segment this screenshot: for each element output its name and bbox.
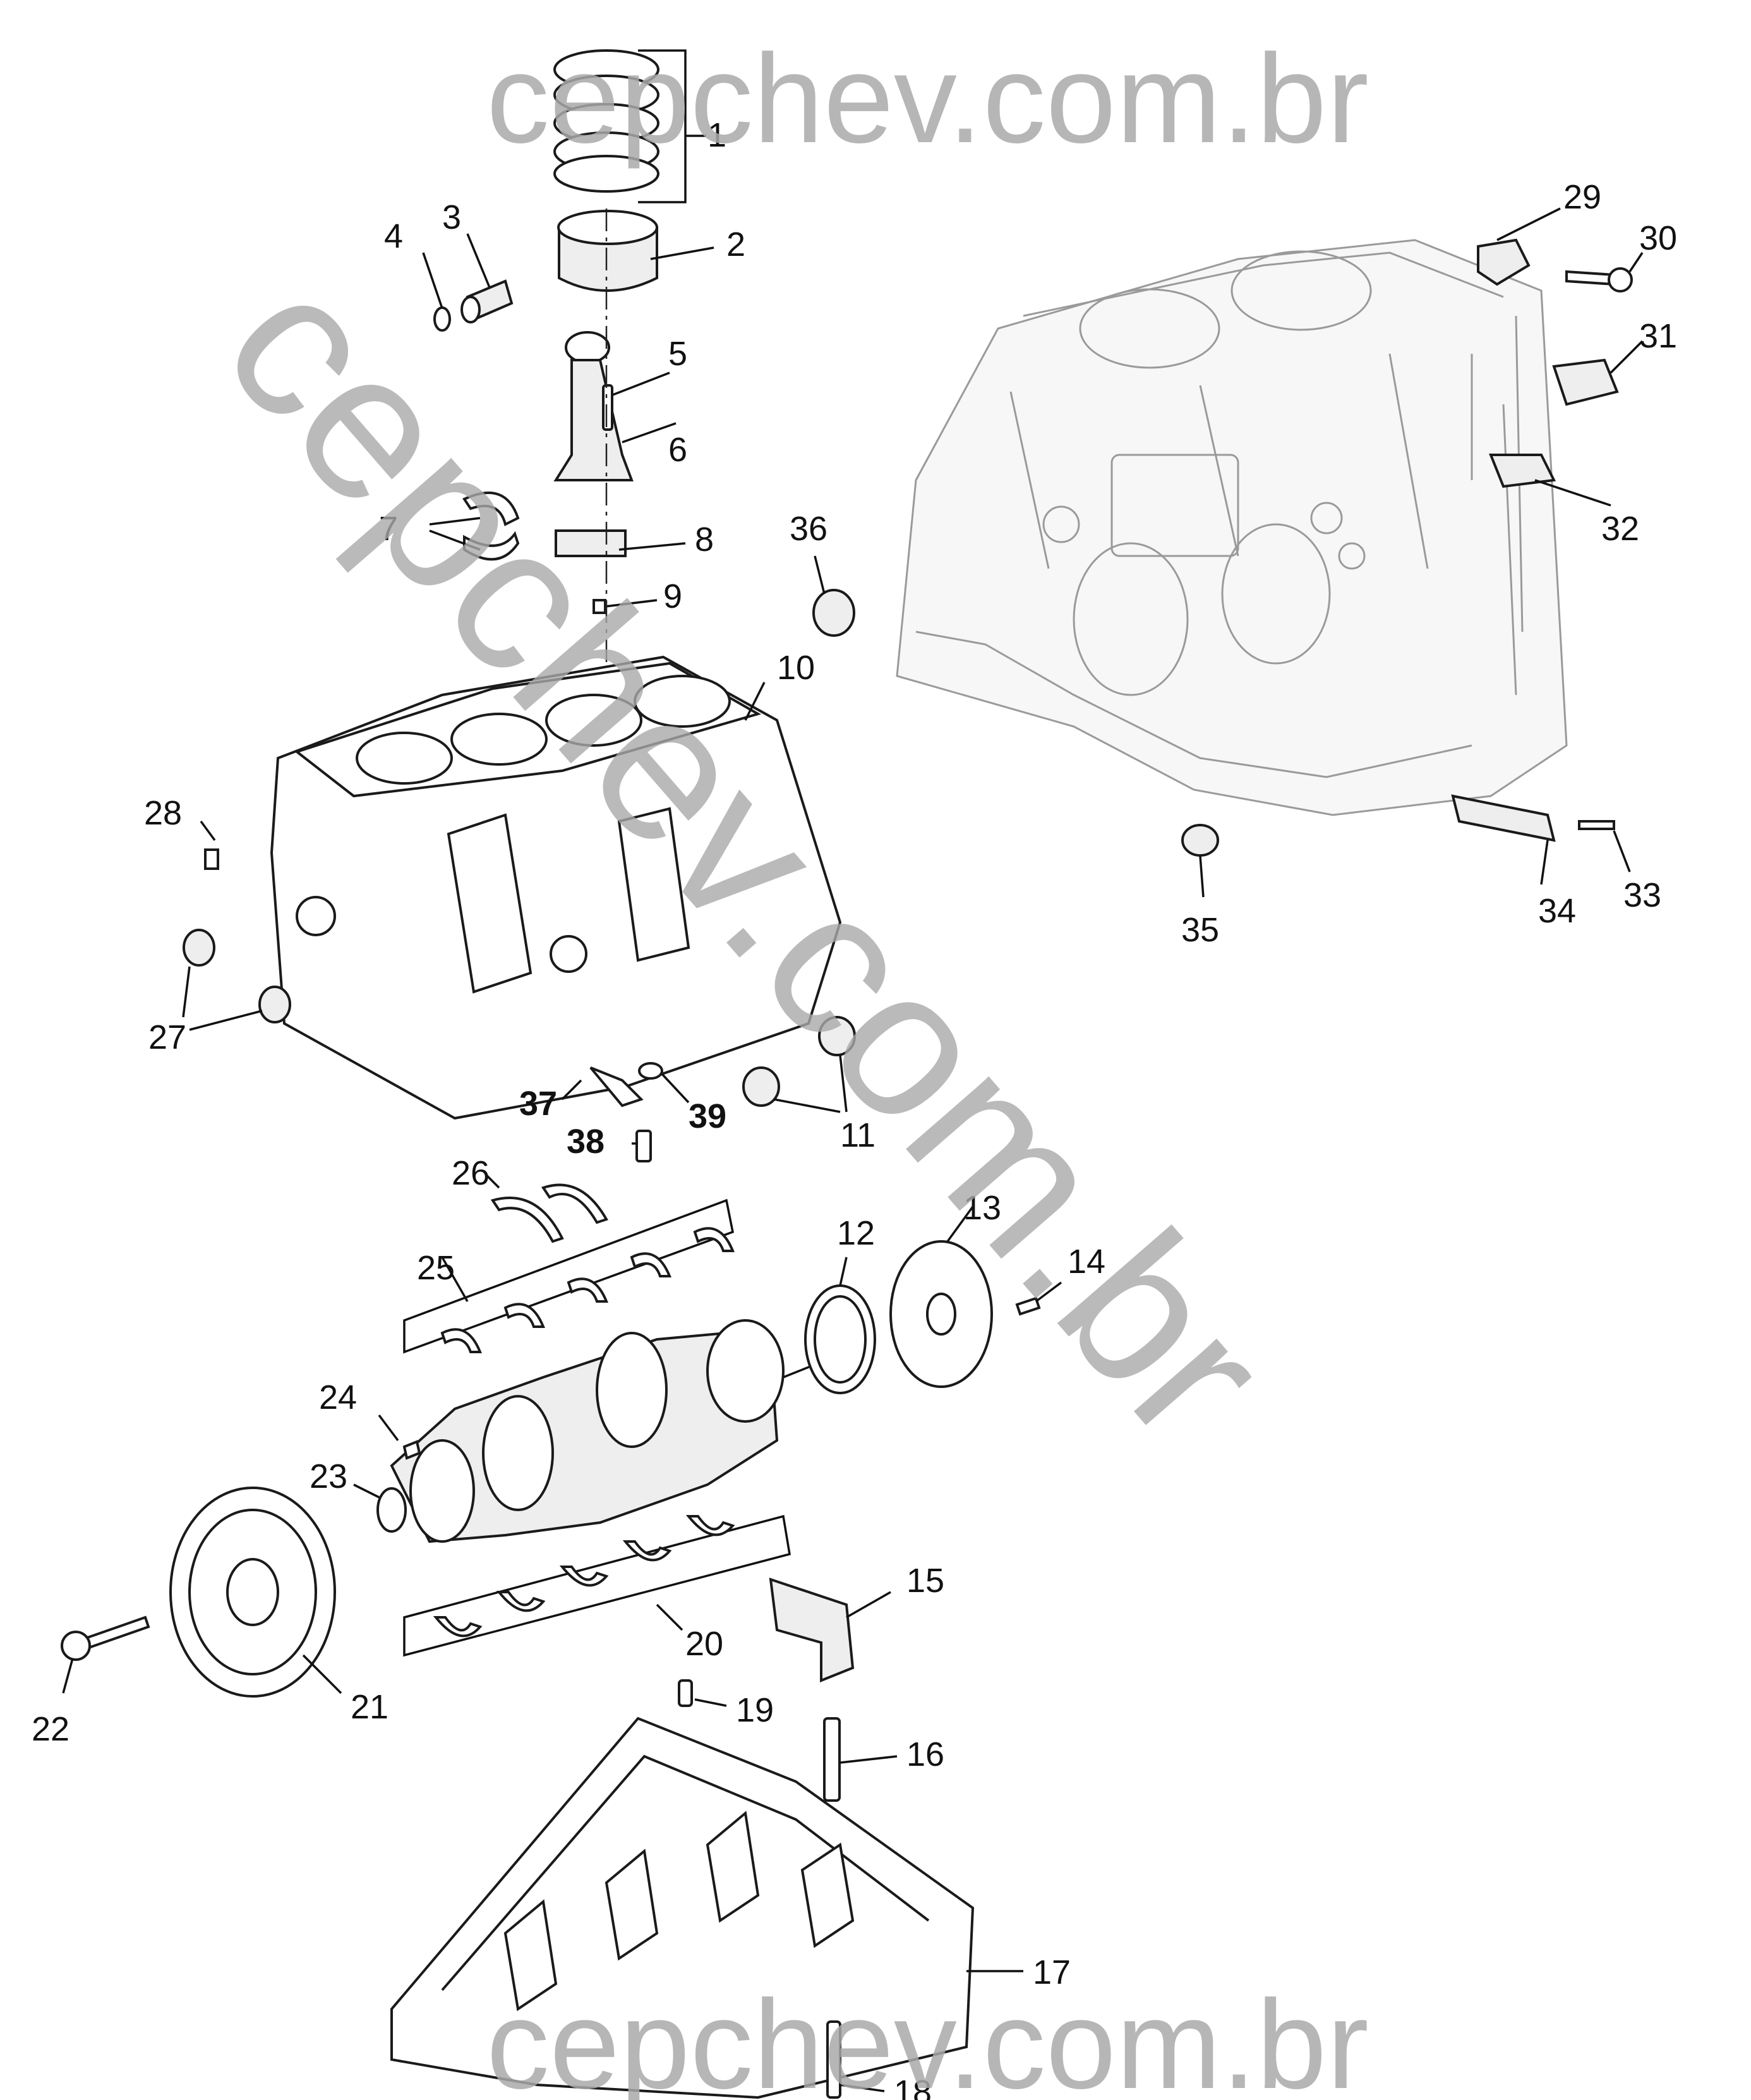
- crankshaft-illustration: [390, 1319, 815, 1543]
- callout-6: 6: [668, 431, 687, 469]
- callout-3: 3: [442, 198, 461, 236]
- callout-14: 14: [1068, 1243, 1105, 1281]
- crankshaft-key-illustration: [378, 1414, 421, 1460]
- callout-19: 19: [736, 1691, 774, 1729]
- balancer-bolt-illustration: [61, 1615, 150, 1694]
- callout-2: 2: [726, 226, 745, 263]
- knock-sensor-bolt-illustration: [1565, 252, 1644, 293]
- flexplate-illustration: [889, 1205, 993, 1388]
- connecting-rod-cap-illustration: [555, 529, 686, 557]
- callout-18: 18: [894, 2073, 932, 2100]
- engine-block-rear-view-illustration: [896, 239, 1568, 816]
- callout-labels: 1 2 3 4 5 6 7 8 9 10 11 12 13 14 15 16 1…: [32, 116, 1677, 2100]
- callout-22: 22: [32, 1710, 69, 1748]
- oil-jet-illustration: [561, 1066, 644, 1107]
- crankshaft-position-sensor-illustration: [1451, 794, 1556, 885]
- piston-rings-illustration: [553, 49, 706, 203]
- callout-11: 11: [840, 1116, 876, 1154]
- callout-1: 1: [707, 116, 726, 154]
- callout-15: 15: [906, 1562, 944, 1600]
- callout-31: 31: [1639, 317, 1677, 355]
- callout-37: 37: [519, 1085, 557, 1123]
- rear-plug-illustration: [1181, 824, 1219, 898]
- expansion-plug-illustration: [182, 929, 291, 1031]
- callout-26: 26: [452, 1154, 490, 1192]
- crankcase-dowel-illustration: [678, 1679, 727, 1707]
- callout-13: 13: [963, 1189, 1001, 1227]
- lower-main-bearings-illustration: [403, 1514, 791, 1657]
- callout-38: 38: [567, 1123, 605, 1161]
- knock-sensor-illustration: [1477, 207, 1561, 286]
- watermark-top: cepchev.com.br: [486, 28, 1369, 169]
- callout-20: 20: [685, 1625, 723, 1663]
- block-dowel-pin-illustration: [200, 820, 219, 870]
- callout-25: 25: [417, 1249, 455, 1287]
- coolant-plug-illustration: [812, 555, 855, 637]
- piston-illustration: [557, 210, 714, 292]
- connecting-rod-cap-nut-illustration: [593, 599, 658, 614]
- callout-16: 16: [906, 1735, 944, 1773]
- piston-pin-retainer-illustration: [422, 252, 451, 332]
- callout-9: 9: [663, 577, 682, 615]
- callout-39: 39: [689, 1097, 726, 1135]
- oil-gallery-plug-illustration: [1552, 340, 1644, 406]
- callout-27: 27: [148, 1018, 186, 1056]
- callout-8: 8: [695, 521, 714, 558]
- crankcase-bolt-illustration: [826, 2020, 885, 2099]
- callout-17: 17: [1033, 1953, 1071, 1991]
- piston-pin-illustration: [460, 233, 514, 323]
- oil-jet-bolt-illustration: [632, 1130, 652, 1162]
- watermark-bottom: cepchev.com.br: [486, 1974, 1369, 2100]
- callout-34: 34: [1538, 892, 1576, 930]
- main-bearing-bolt-illustration: [823, 1717, 898, 1802]
- flexplate-bolt-illustration: [1015, 1281, 1062, 1316]
- callout-10: 10: [777, 649, 815, 687]
- callout-23: 23: [310, 1457, 347, 1495]
- callout-33: 33: [1623, 876, 1661, 914]
- rear-main-seal-illustration: [804, 1257, 876, 1394]
- callout-29: 29: [1563, 178, 1601, 216]
- callout-7: 7: [379, 510, 398, 548]
- callout-28: 28: [144, 794, 182, 832]
- callout-12: 12: [837, 1214, 875, 1252]
- oil-jet-washer-illustration: [638, 1062, 690, 1104]
- callout-32: 32: [1601, 510, 1639, 548]
- lower-crankcase-illustration: [390, 1717, 1023, 2099]
- cylinder-block-illustration: [270, 655, 842, 1120]
- callout-36: 36: [790, 510, 827, 548]
- connecting-rod-illustration: [553, 331, 677, 481]
- thrust-bearing-illustration: [485, 1174, 608, 1243]
- callout-5: 5: [668, 335, 687, 373]
- callout-24: 24: [319, 1379, 357, 1416]
- upper-main-bearings-illustration: [403, 1198, 735, 1354]
- main-bearing-cap-illustration: [769, 1578, 891, 1682]
- callout-30: 30: [1639, 219, 1677, 257]
- oil-pressure-sensor-illustration: [1489, 454, 1611, 507]
- crankshaft-balancer-illustration: [169, 1487, 342, 1698]
- block-plug-illustration: [742, 1016, 856, 1113]
- connecting-rod-bolt-illustration: [602, 371, 670, 431]
- connecting-rod-bearing-illustration: [429, 492, 520, 561]
- callout-4: 4: [384, 217, 403, 255]
- crankshaft-sprocket-illustration: [353, 1483, 407, 1533]
- crankshaft-sensor-bolt-illustration: [1578, 820, 1631, 872]
- callout-35: 35: [1181, 911, 1219, 949]
- callout-21: 21: [351, 1688, 388, 1726]
